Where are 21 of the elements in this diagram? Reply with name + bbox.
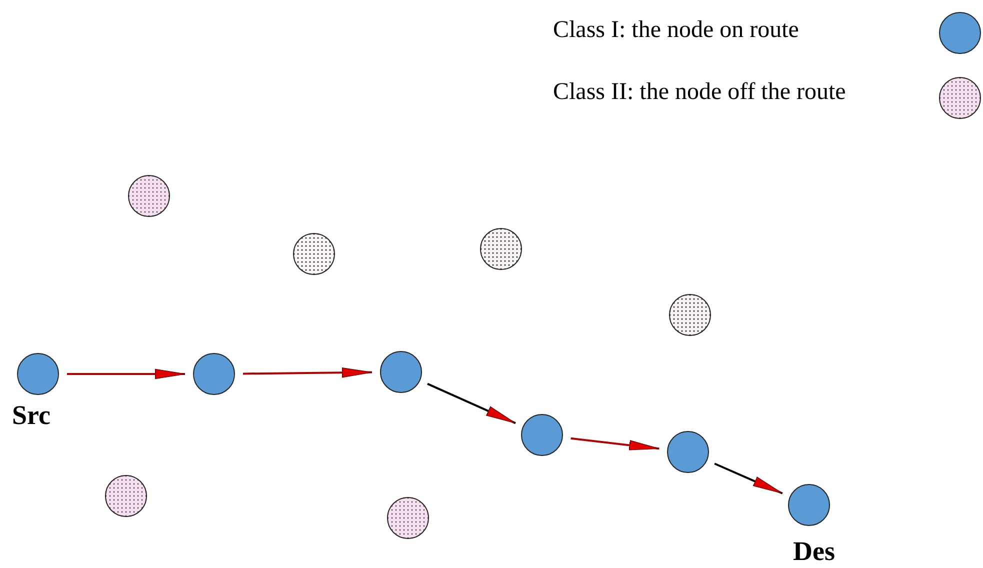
- node-circle: [293, 233, 335, 275]
- legend-text: Class II: the node off the route: [553, 79, 846, 106]
- node-circle: [667, 431, 709, 473]
- node-label: Src: [12, 400, 50, 431]
- node-circle: [788, 484, 830, 526]
- node-circle: [193, 353, 235, 395]
- arrow: [67, 368, 186, 380]
- legend-text: Class I: the node on route: [553, 17, 799, 44]
- node-circle: [128, 175, 170, 217]
- node-circle: [105, 475, 147, 517]
- node-label: Des: [793, 536, 835, 567]
- arrow: [714, 462, 783, 494]
- arrow: [427, 382, 516, 424]
- node-circle: [380, 351, 422, 393]
- node-circle: [17, 353, 59, 395]
- node-circle: [387, 497, 429, 539]
- node-circle: [521, 414, 563, 456]
- arrow: [242, 367, 372, 378]
- node-circle: [669, 294, 711, 336]
- node-circle: [480, 228, 522, 270]
- arrow: [570, 437, 660, 452]
